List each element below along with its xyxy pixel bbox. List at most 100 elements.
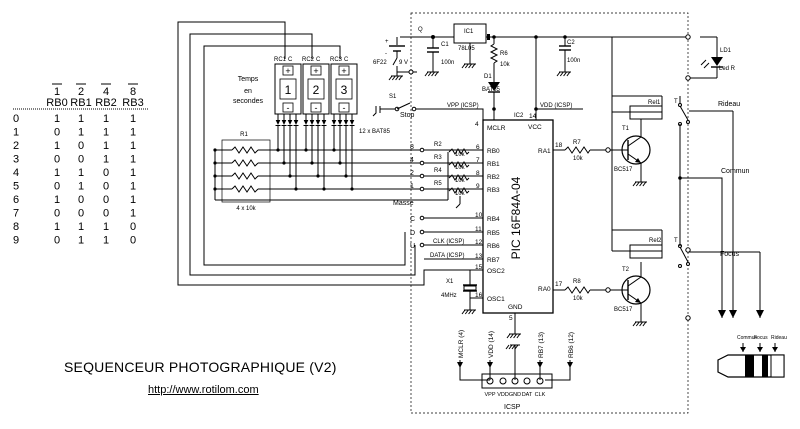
net-clk: CLK (ICSP) [433,239,464,245]
header-bar-8: 8 [130,86,136,98]
r6-label: R6 [500,51,508,57]
table-cell: 0 [78,154,84,166]
pic-pin-osc2: OSC2 [487,268,505,275]
table-cell: 1 [78,113,84,125]
table-cell: 0 [103,167,109,179]
pic-pin-rb7: RB7 [487,257,500,264]
table-cell: 1 [103,127,109,139]
icsp-vertical-label: VDD (14) [488,331,495,358]
cdu-letter: C [410,216,415,223]
stop-label: Stop [400,112,415,119]
table-cell: 1 [130,127,136,139]
resistor-network-r1: R1 4 x 10k [213,132,440,212]
pic-pin-rb6: RB6 [487,243,500,250]
table-cell: 1 [130,113,136,125]
regulator-label: 78L05 [458,46,475,52]
table-cell: 1 [54,194,60,206]
table-cell: 1 [54,167,60,179]
pic-gnd-label: GND [508,304,523,311]
r6-value: 10k [500,62,511,68]
battery-minus: - [385,51,387,57]
table-row-number: 6 [13,194,19,206]
switch-digit: 3 [341,83,348,97]
table-cell: 1 [130,140,136,152]
table-cell: 0 [130,221,136,233]
pic-pin-num: 4 [475,121,479,128]
pic-pin-num: 12 [475,239,483,246]
crystal: X1 4MHz [441,269,483,299]
rideau-label: Rideau [718,101,740,108]
pic-gnd-num: 5 [509,315,513,322]
r8-label: R8 [573,279,581,285]
switch-plus: + [313,66,318,76]
crystal-name: X1 [446,279,454,285]
icsp-pin-gnd: GND [509,392,521,398]
stop-name: S1 [389,94,397,100]
battery-type: 6F22 [373,60,387,66]
board-outline [410,12,689,414]
net-data: DATA (ICSP) [430,253,464,259]
diodes-label: 12 x BAT85 [359,129,391,135]
table-cell: 1 [103,221,109,233]
pic-pin-osc1: OSC1 [487,296,505,303]
input-resistor-value: 10k [455,178,466,184]
ic1-label: IC1 [464,29,474,35]
cdu-inputs: CDU [410,215,483,260]
table-header-rb2: RB2 [95,97,116,109]
table-cell: 1 [54,221,60,233]
pic-ref: IC2 [514,113,524,119]
table-cell: 1 [103,235,109,247]
jack-label-rideau: Rideau [771,335,787,341]
ground-symbols [388,60,647,339]
pic-pin-rb5: RB5 [487,230,500,237]
pic-vcc-label: VCC [528,124,542,131]
input-resistor-value: 10k [455,152,466,158]
switch-minus: - [315,103,318,113]
icsp-pin-vdd: VDD [497,392,509,398]
switch-digit: 1 [285,83,292,97]
input-resistor-label: R4 [434,168,442,174]
icsp-pin-dat: DAT [522,392,533,398]
icsp-pin-vpp: VPP [484,392,495,398]
table-cell: 0 [54,181,60,193]
switch-plus: + [285,66,290,76]
table-cell: 1 [130,154,136,166]
r1-value: 4 x 10k [236,206,256,212]
table-cell: 1 [78,235,84,247]
switches-subtitle2: secondes [233,98,263,105]
table-cell: 1 [78,181,84,193]
cdu-letter: U [410,243,415,250]
net-vpp: VPP (ICSP) [447,103,479,109]
table-cell: 1 [103,113,109,125]
focus-label: Focus [720,251,740,258]
pic-pin-rb0: RB0 [487,148,500,155]
relay-1: Rel1 T Rideau [611,37,740,318]
pic-pin-num: 9 [476,183,480,190]
ld1-value: Led R [719,66,736,72]
power-supply: Q IC1 78L05 C1 100n R6 10k D1 BAT85 C2 1 [373,23,688,120]
table-cell: 1 [54,113,60,125]
rel1-label: Rel1 [648,100,661,106]
pic-pin-num: 11 [475,226,482,233]
c1-value: 100n [441,60,454,66]
icsp-name: ICSP [504,404,521,411]
pic-pin-num: 6 [476,144,480,151]
website-link[interactable]: http://www.rotilom.com [148,384,259,396]
rel2-label: Rel2 [649,238,662,244]
rel2-t: T [674,238,678,244]
table-cell: 0 [103,208,109,220]
rel1-t: T [674,99,678,105]
crystal-value: 4MHz [441,293,457,299]
r7-value: 10k [573,156,584,162]
table-cell: 0 [54,235,60,247]
input-resistor-value: 10k [455,165,466,171]
input-resistor-label: R3 [434,155,442,161]
q-label: Q [418,27,423,33]
output-stage-2: R8 10k T2 BC517 [553,262,651,318]
icsp-vertical-label: MCLR (4) [458,330,465,358]
pic-pin-mclr: MCLR [487,125,506,132]
table-header-rb3: RB3 [122,97,143,109]
